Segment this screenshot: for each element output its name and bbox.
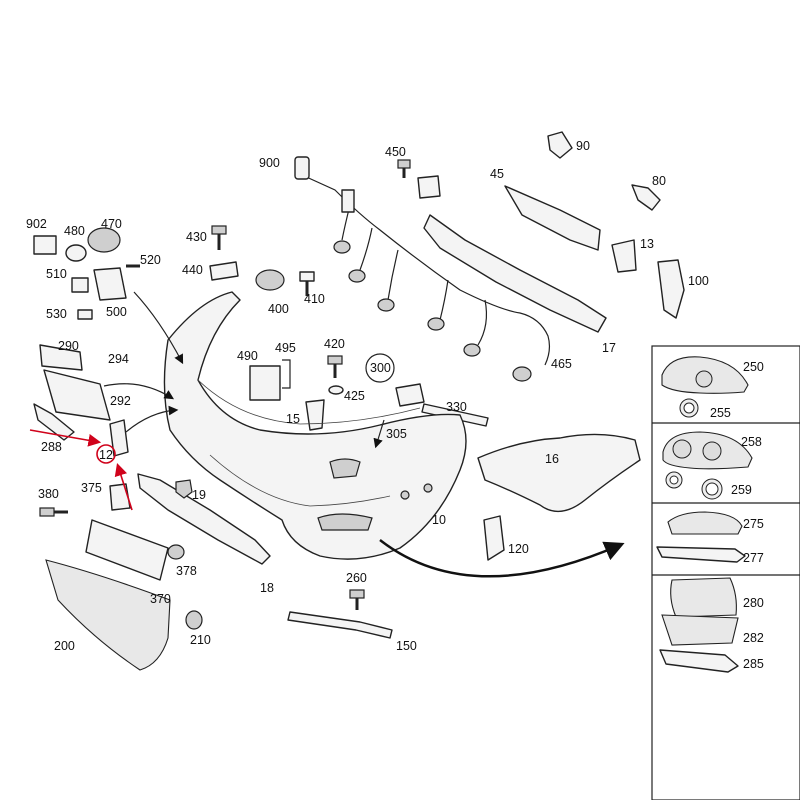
label-400: 400 (268, 302, 289, 316)
strip-150 (287, 611, 393, 639)
label-375: 375 (81, 481, 102, 495)
label-100: 100 (688, 274, 709, 288)
label-17: 17 (602, 341, 616, 355)
label-285: 285 (743, 657, 764, 671)
label-490: 490 (237, 349, 258, 363)
label-80: 80 (652, 174, 666, 188)
side-panel (651, 345, 800, 800)
label-120: 120 (508, 542, 529, 556)
label-250: 250 (743, 360, 764, 374)
label-530: 530 (46, 307, 67, 321)
label-330: 330 (446, 400, 467, 414)
label-45: 45 (490, 167, 504, 181)
label-378: 378 (176, 564, 197, 578)
label-430: 430 (186, 230, 207, 244)
label-440: 440 (182, 263, 203, 277)
emblem-ring-250 (695, 370, 713, 388)
label-410: 410 (304, 292, 325, 306)
labels-main: 900 450 90 45 80 902 480 470 430 520 510… (26, 139, 709, 653)
label-425: 425 (344, 389, 365, 403)
label-15: 15 (286, 412, 300, 426)
label-465: 465 (551, 357, 572, 371)
label-420: 420 (324, 337, 345, 351)
label-200: 200 (54, 639, 75, 653)
side-bracket-16 (477, 433, 641, 513)
grille-200 (45, 559, 171, 671)
label-380: 380 (38, 487, 59, 501)
label-305: 305 (386, 427, 407, 441)
label-290: 290 (58, 339, 79, 353)
grille-282 (661, 614, 739, 646)
sensor-470 (87, 227, 121, 253)
highlight-arrow-1 (29, 429, 102, 447)
label-90: 90 (576, 139, 590, 153)
label-500: 500 (106, 305, 127, 319)
label-520: 520 (140, 253, 161, 267)
connector-900 (294, 156, 310, 180)
label-255: 255 (710, 406, 731, 420)
label-13: 13 (640, 237, 654, 251)
label-450: 450 (385, 145, 406, 159)
label-150: 150 (396, 639, 417, 653)
label-16: 16 (545, 452, 559, 466)
label-10: 10 (432, 513, 446, 527)
label-288: 288 (41, 440, 62, 454)
grille-280 (670, 577, 737, 618)
label-294: 294 (108, 352, 129, 366)
label-495: 495 (275, 341, 296, 355)
label-210: 210 (190, 633, 211, 647)
plate-holder-370 (85, 519, 169, 581)
module-490 (249, 365, 281, 401)
label-480: 480 (64, 224, 85, 238)
label-300: 300 (370, 361, 391, 375)
bumper-cover-10 (33, 291, 467, 560)
labels-panel: 250 255 258 259 275 277 280 282 285 (710, 360, 764, 671)
part-120 (483, 515, 505, 561)
bracket-510 (93, 267, 127, 301)
highlight-arrow-2 (114, 462, 133, 511)
label-277: 277 (743, 551, 764, 565)
label-18: 18 (260, 581, 274, 595)
trim-strip-277 (656, 546, 746, 563)
label-259: 259 (731, 483, 752, 497)
label-12: 12 (99, 448, 113, 462)
label-280: 280 (743, 596, 764, 610)
highlight-circle (96, 444, 116, 464)
label-260: 260 (346, 571, 367, 585)
label-470: 470 (101, 217, 122, 231)
label-510: 510 (46, 267, 67, 281)
label-900: 900 (259, 156, 280, 170)
grille-strip-275 (667, 511, 743, 535)
cap-902 (33, 235, 57, 255)
label-19: 19 (192, 488, 206, 502)
label-370: 370 (150, 592, 171, 606)
label-275: 275 (743, 517, 764, 531)
label-292: 292 (110, 394, 131, 408)
trim-285 (659, 649, 739, 673)
label-258: 258 (741, 435, 762, 449)
wiring-harness-465 (294, 156, 551, 382)
label-902: 902 (26, 217, 47, 231)
label-282: 282 (743, 631, 764, 645)
small-parts-upper (33, 131, 685, 431)
